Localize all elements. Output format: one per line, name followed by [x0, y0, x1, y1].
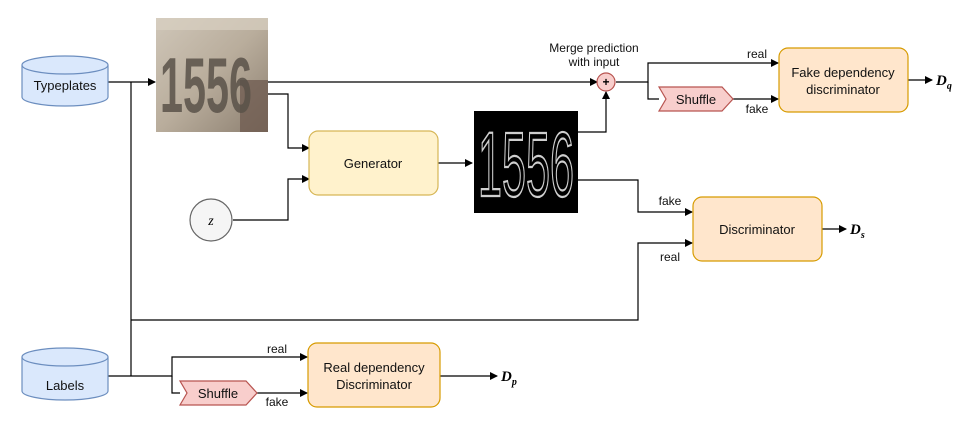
- fake-dep-label-line2: discriminator: [806, 82, 880, 97]
- edge-label-real-bottom: real: [267, 342, 287, 356]
- generator-block[interactable]: Generator: [308, 130, 439, 196]
- input-plate-image: 1556: [156, 18, 268, 132]
- edge-output-to-merge: [578, 91, 610, 133]
- edge-label-fake-bottom: fake: [266, 395, 289, 409]
- svg-text:Dp: Dp: [500, 369, 517, 388]
- shuffle-top-block[interactable]: Shuffle: [657, 86, 734, 112]
- real-dep-label-line1: Real dependency: [323, 360, 425, 375]
- labels-database[interactable]: Labels: [21, 347, 109, 401]
- output-ds: Ds: [849, 222, 865, 241]
- connections: [108, 59, 933, 397]
- edge-merge-to-fakedep-real: [616, 59, 779, 83]
- merge-caption-line2: with input: [568, 55, 620, 69]
- shuffle-bottom-label: Shuffle: [198, 386, 238, 401]
- merge-caption-line1: Merge prediction: [549, 41, 638, 55]
- edge-merge-to-shuffle: [647, 82, 659, 100]
- svg-text:Dq: Dq: [935, 73, 952, 92]
- edge-labels-to-shuffle: [171, 376, 180, 394]
- discriminator-block[interactable]: Discriminator: [692, 196, 823, 262]
- edge-labels-to-realdep-real: [131, 353, 308, 377]
- output-dq: Dq: [935, 73, 952, 92]
- fake-dependency-discriminator-block[interactable]: Fake dependency discriminator: [778, 47, 909, 113]
- shuffle-top-label: Shuffle: [676, 92, 716, 107]
- merge-node[interactable]: +: [596, 72, 616, 92]
- noise-node[interactable]: z: [189, 198, 233, 242]
- edge-image-to-generator: [268, 93, 310, 152]
- edge-label-real-top: real: [747, 47, 767, 61]
- typeplates-label: Typeplates: [34, 78, 97, 93]
- edge-label-fake-mid: fake: [659, 194, 682, 208]
- discriminator-label: Discriminator: [719, 222, 796, 237]
- fake-dep-label-line1: Fake dependency: [791, 65, 895, 80]
- input-plate-digits: 1556: [160, 41, 252, 129]
- edge-output-to-disc-fake: [578, 179, 693, 216]
- edge-label-real-mid: real: [660, 250, 680, 264]
- noise-label: z: [207, 214, 214, 229]
- labels-label: Labels: [46, 378, 85, 393]
- generator-label: Generator: [344, 156, 403, 171]
- real-dep-label-line2: Discriminator: [336, 377, 413, 392]
- real-dependency-discriminator-block[interactable]: Real dependency Discriminator: [307, 342, 441, 408]
- typeplates-database[interactable]: Typeplates: [21, 55, 109, 107]
- edge-label-fake-top: fake: [746, 102, 769, 116]
- output-dp: Dp: [500, 369, 517, 388]
- shuffle-bottom-block[interactable]: Shuffle: [178, 380, 258, 406]
- edge-z-to-generator: [233, 175, 310, 221]
- plus-icon: +: [602, 75, 609, 89]
- edge-trunk-to-disc-real: [131, 239, 693, 321]
- generated-plate-digits: 1556: [478, 114, 574, 216]
- svg-text:Ds: Ds: [849, 222, 865, 241]
- generated-plate-image: 1556: [474, 111, 578, 217]
